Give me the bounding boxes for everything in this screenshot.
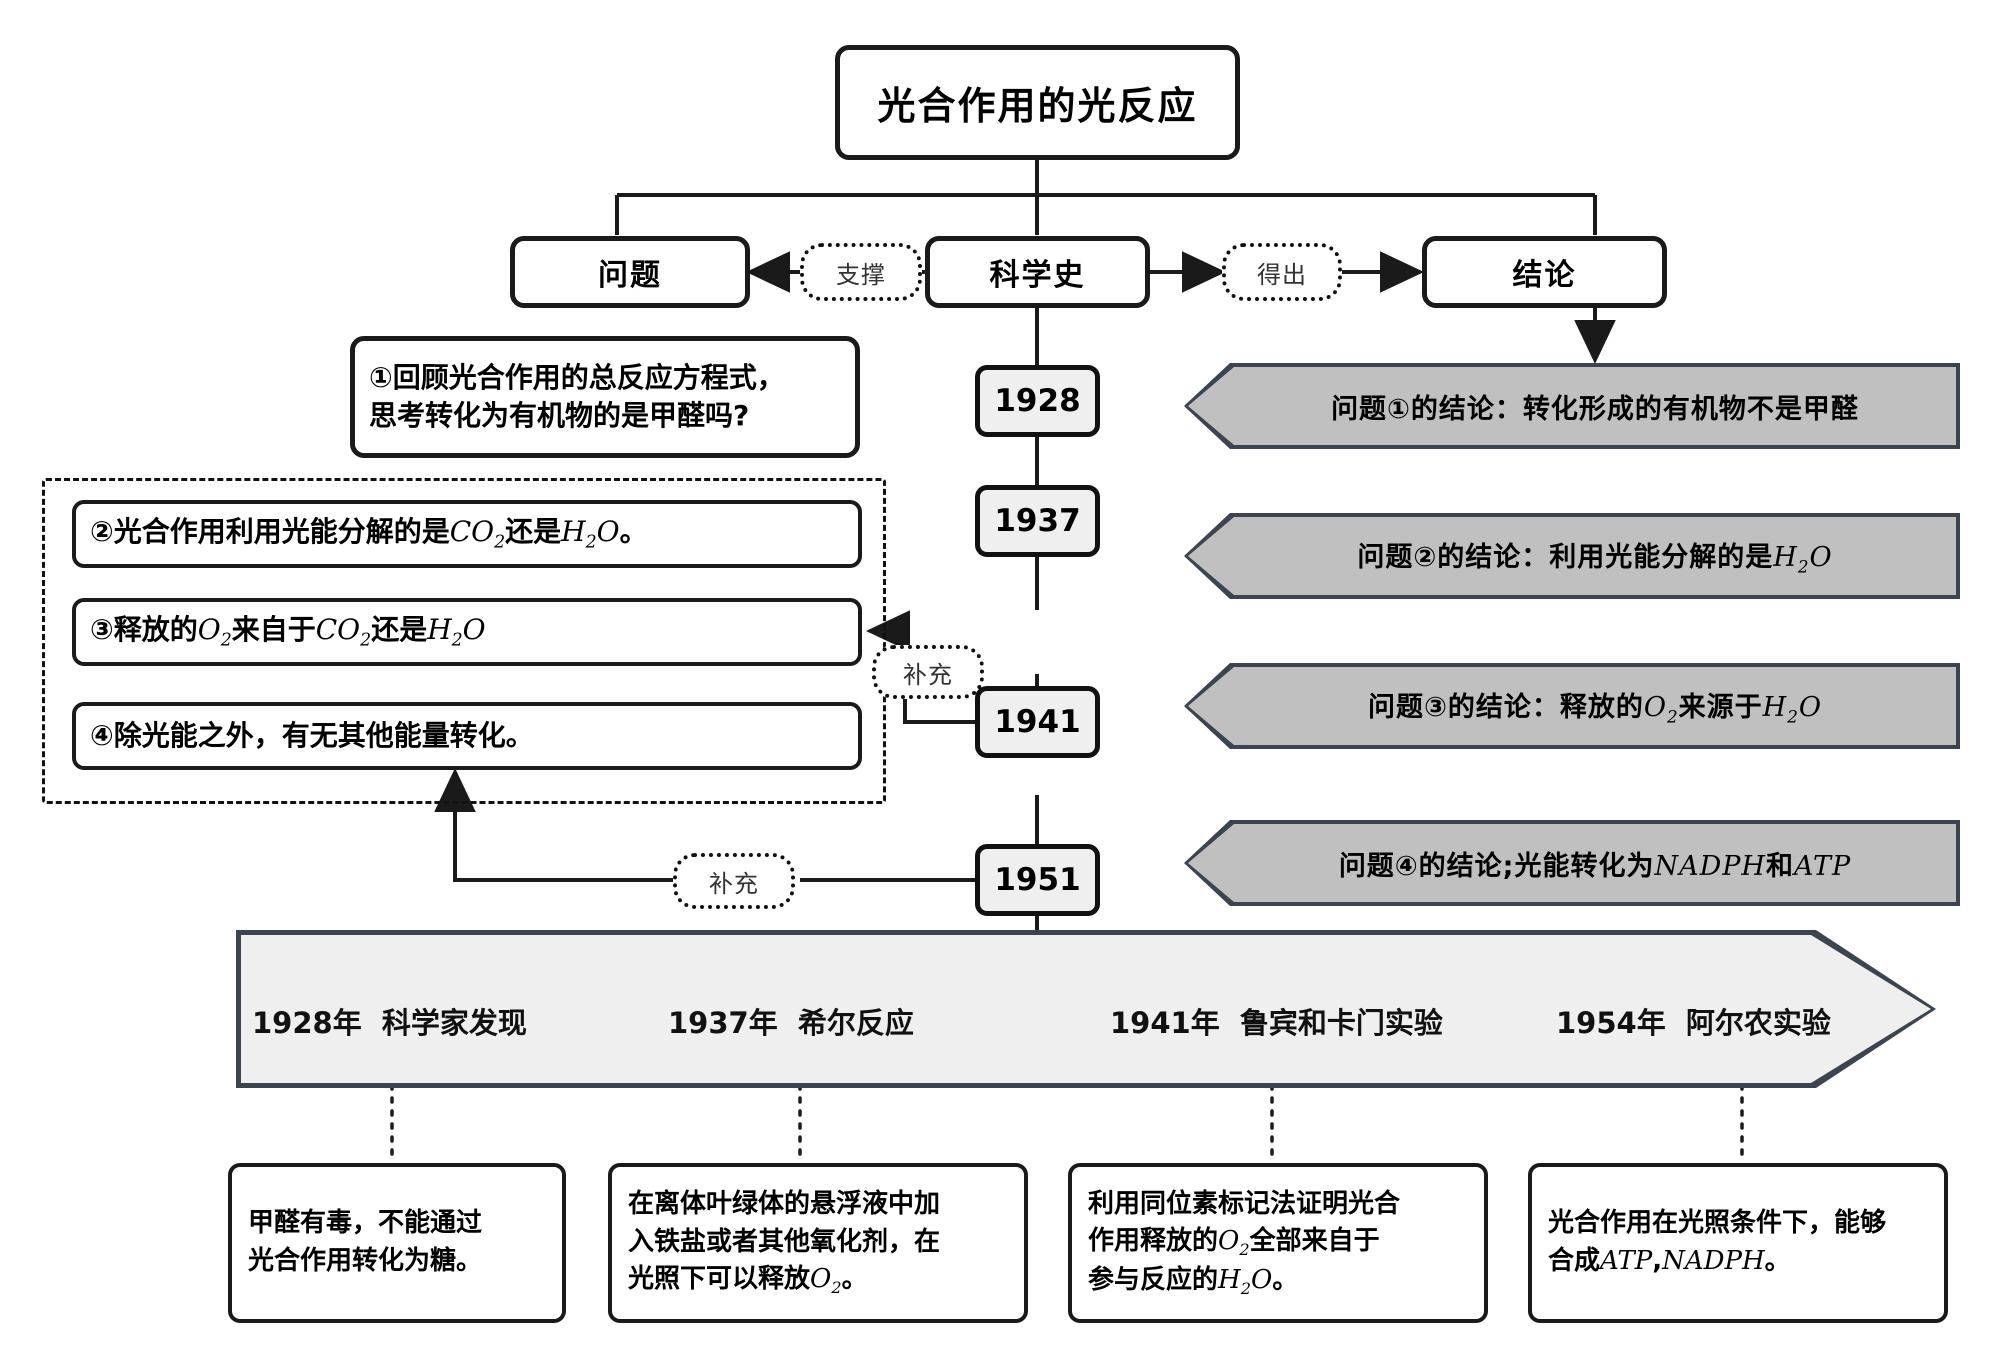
year-chip-1951[interactable]: 1951 xyxy=(975,844,1100,916)
note-3-text: 利用同位素标记法证明光合作用释放的O2全部来自于参与反应的H2O。 xyxy=(1088,1188,1401,1299)
year-chip-1951-label: 1951 xyxy=(994,862,1081,898)
year-chip-1937-label: 1937 xyxy=(994,503,1081,539)
question-2-text: ②光合作用利用光能分解的是CO2还是H2O。 xyxy=(90,514,648,553)
timeline-event-3-year: 1941年 xyxy=(1110,1006,1220,1040)
note-box-4[interactable]: 光合作用在光照条件下，能够合成ATP,NADPH。 xyxy=(1528,1163,1948,1323)
edge-label-supplement-1: 补充 xyxy=(872,645,984,699)
node-problem-label: 问题 xyxy=(598,258,662,293)
timeline-event-3: 1941年 鲁宾和卡门实验 xyxy=(1110,1000,1443,1042)
conclusion-banner-3-text: 问题③的结论：释放的O2来源于H2O xyxy=(1367,692,1822,727)
timeline-event-2: 1937年 希尔反应 xyxy=(668,1000,914,1042)
node-science-history-label: 科学史 xyxy=(989,258,1086,293)
year-chip-1928[interactable]: 1928 xyxy=(975,365,1100,437)
conclusion-banner-2-text: 问题②的结论：利用光能分解的是H2O xyxy=(1357,542,1833,577)
edge-label-supplement-2: 补充 xyxy=(673,853,795,909)
timeline-event-1-year: 1928年 xyxy=(252,1006,362,1040)
timeline-arrow xyxy=(241,935,1931,1083)
page-title-label: 光合作用的光反应 xyxy=(877,84,1198,128)
timeline-event-1: 1928年 科学家发现 xyxy=(252,1000,527,1042)
edge-label-supplement-1-text: 补充 xyxy=(903,660,953,689)
conclusion-banner-1[interactable]: 问题①的结论：转化形成的有机物不是甲醛 xyxy=(1188,367,1956,445)
conclusion-banner-3[interactable]: 问题③的结论：释放的O2来源于H2O xyxy=(1188,667,1956,745)
timeline-event-4-year: 1954年 xyxy=(1556,1006,1666,1040)
note-2-text: 在离体叶绿体的悬浮液中加入铁盐或者其他氧化剂，在光照下可以释放O2。 xyxy=(628,1189,941,1298)
timeline-event-3-name: 鲁宾和卡门实验 xyxy=(1239,1006,1443,1040)
timeline-event-2-name: 希尔反应 xyxy=(797,1006,914,1040)
timeline-event-2-year: 1937年 xyxy=(668,1006,778,1040)
node-science-history[interactable]: 科学史 xyxy=(925,236,1150,308)
year-chip-1937[interactable]: 1937 xyxy=(975,485,1100,557)
note-box-3[interactable]: 利用同位素标记法证明光合作用释放的O2全部来自于参与反应的H2O。 xyxy=(1068,1163,1488,1323)
question-3-text: ③释放的O2来自于CO2还是H2O xyxy=(90,612,486,651)
timeline-event-4: 1954年 阿尔农实验 xyxy=(1556,1000,1831,1042)
edge-label-support-text: 支撑 xyxy=(836,260,886,289)
conclusion-banner-4[interactable]: 问题④的结论;光能转化为NADPH和ATP xyxy=(1188,824,1956,902)
timeline-event-1-name: 科学家发现 xyxy=(381,1006,527,1040)
edge-label-derive-text: 得出 xyxy=(1257,260,1307,289)
question-box-4[interactable]: ④除光能之外，有无其他能量转化。 xyxy=(72,702,862,770)
page-title: 光合作用的光反应 xyxy=(835,45,1240,160)
question-box-1[interactable]: ①回顾光合作用的总反应方程式，思考转化为有机物的是甲醛吗? xyxy=(350,336,860,458)
node-conclusion[interactable]: 结论 xyxy=(1422,236,1667,308)
note-4-text: 光合作用在光照条件下，能够合成ATP,NADPH。 xyxy=(1548,1208,1887,1276)
note-box-2[interactable]: 在离体叶绿体的悬浮液中加入铁盐或者其他氧化剂，在光照下可以释放O2。 xyxy=(608,1163,1028,1323)
timeline-event-4-name: 阿尔农实验 xyxy=(1685,1006,1831,1040)
year-chip-1928-label: 1928 xyxy=(994,383,1081,419)
note-1-text: 甲醛有毒，不能通过光合作用转化为糖。 xyxy=(248,1208,483,1276)
question-box-3[interactable]: ③释放的O2来自于CO2还是H2O xyxy=(72,598,862,666)
note-box-1[interactable]: 甲醛有毒，不能通过光合作用转化为糖。 xyxy=(228,1163,566,1323)
conclusion-banner-4-text: 问题④的结论;光能转化为NADPH和ATP xyxy=(1338,850,1852,882)
question-group-frame xyxy=(42,478,886,804)
question-4-text: ④除光能之外，有无其他能量转化。 xyxy=(90,719,534,753)
year-chip-1941[interactable]: 1941 xyxy=(975,686,1100,758)
question-1-text: ①回顾光合作用的总反应方程式，思考转化为有机物的是甲醛吗? xyxy=(369,361,785,432)
conclusion-banner-1-text: 问题①的结论：转化形成的有机物不是甲醛 xyxy=(1331,393,1859,425)
node-conclusion-label: 结论 xyxy=(1512,258,1577,293)
question-box-2[interactable]: ②光合作用利用光能分解的是CO2还是H2O。 xyxy=(72,500,862,568)
conclusion-banner-2[interactable]: 问题②的结论：利用光能分解的是H2O xyxy=(1188,517,1956,595)
node-problem[interactable]: 问题 xyxy=(510,236,750,308)
edge-label-derive: 得出 xyxy=(1222,243,1342,301)
year-chip-1941-label: 1941 xyxy=(994,704,1081,740)
edge-label-support: 支撑 xyxy=(800,243,922,301)
edge-label-supplement-2-text: 补充 xyxy=(709,869,759,898)
